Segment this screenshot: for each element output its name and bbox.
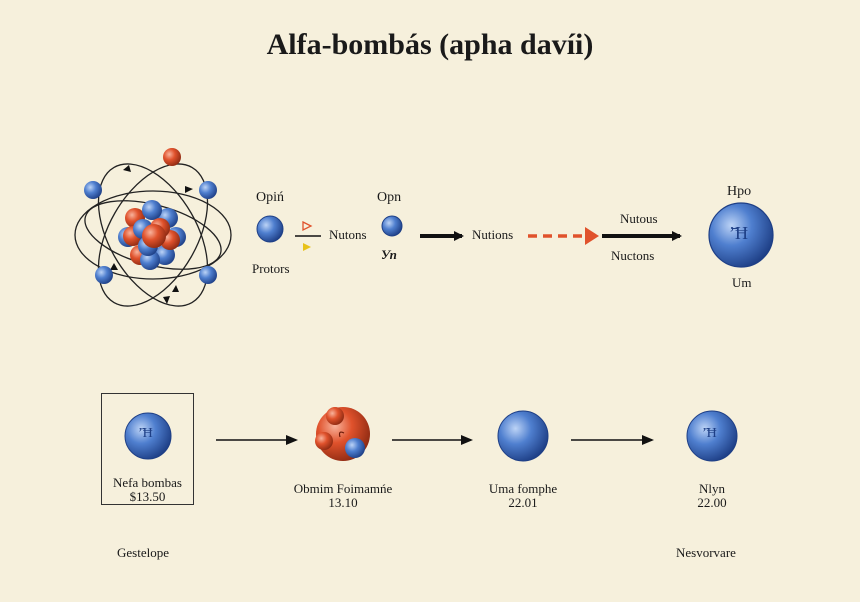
red-marker-icon (302, 220, 313, 232)
neutron-ball (381, 215, 403, 237)
result-label-below: Um (732, 275, 752, 290)
orbiting-neutron (199, 181, 217, 199)
proton-label-below: Protors (252, 261, 290, 276)
orbit-3 (97, 163, 209, 307)
bottom-item-3-value: 22.01 (508, 495, 538, 510)
bottom-cluster (315, 407, 370, 461)
bottom-ball-3 (497, 410, 549, 462)
highlight-box (101, 393, 194, 505)
bottom-item-3-name: Uma fomphe (488, 481, 558, 496)
orbit-2 (97, 163, 209, 307)
bottom-ball-4-symbol: ʼ̄Ħ (702, 426, 717, 441)
result-symbol: ʼ̄Ħ (729, 223, 748, 243)
neutron-label-below: Уп (381, 247, 397, 262)
neutron-text: Nutons (329, 227, 367, 242)
bottom-item-4-name: Nlyn (699, 481, 725, 496)
bottom-ball-1 (124, 412, 172, 460)
orbit-arrow (123, 165, 131, 172)
arrow-label-1: Nutions (472, 227, 514, 242)
page-title: Alfa-bombás (apha davíi) (266, 28, 594, 61)
orbiting-neutron (84, 181, 102, 199)
orbit-arrow (163, 296, 170, 304)
orbit-arrow (110, 263, 118, 270)
proton-ball (256, 215, 284, 243)
bottom-item-2-name: Obmim Foimamńe (293, 481, 393, 496)
orbiting-neutron (199, 266, 217, 284)
yellow-marker-icon (303, 243, 311, 251)
arrow-label-2-below: Nuctons (611, 248, 655, 263)
orbiting-neutron (95, 266, 113, 284)
nucleus (118, 200, 186, 270)
bottom-ball-4 (686, 410, 738, 462)
dashed-arrow-head (585, 227, 599, 245)
atom-model (74, 148, 232, 307)
orbit-arrow (172, 285, 179, 292)
bottom-item-1-name: Nefa bombas (113, 475, 182, 490)
result-nucleus-ball (708, 202, 774, 268)
footer-right-label: Nesvorvare (676, 545, 736, 560)
orbit-1 (74, 190, 232, 280)
neutron-label-above: Opn (377, 190, 402, 205)
result-label-above: Hpo (727, 184, 752, 199)
orbit-arrow (185, 186, 193, 193)
bottom-item-4-value: 22.00 (697, 495, 727, 510)
bottom-item-2-value: 13.10 (328, 495, 358, 510)
proton-label-above: Opiń (256, 190, 284, 205)
bottom-ball-1-symbol: ʼ̄Ħ (138, 426, 153, 441)
bottom-item-1-value: $13.50 (129, 489, 166, 504)
footer-left-label: Gestelope (117, 545, 169, 560)
arrow-label-2-above: Nutous (620, 211, 658, 226)
orbiting-proton (163, 148, 181, 166)
